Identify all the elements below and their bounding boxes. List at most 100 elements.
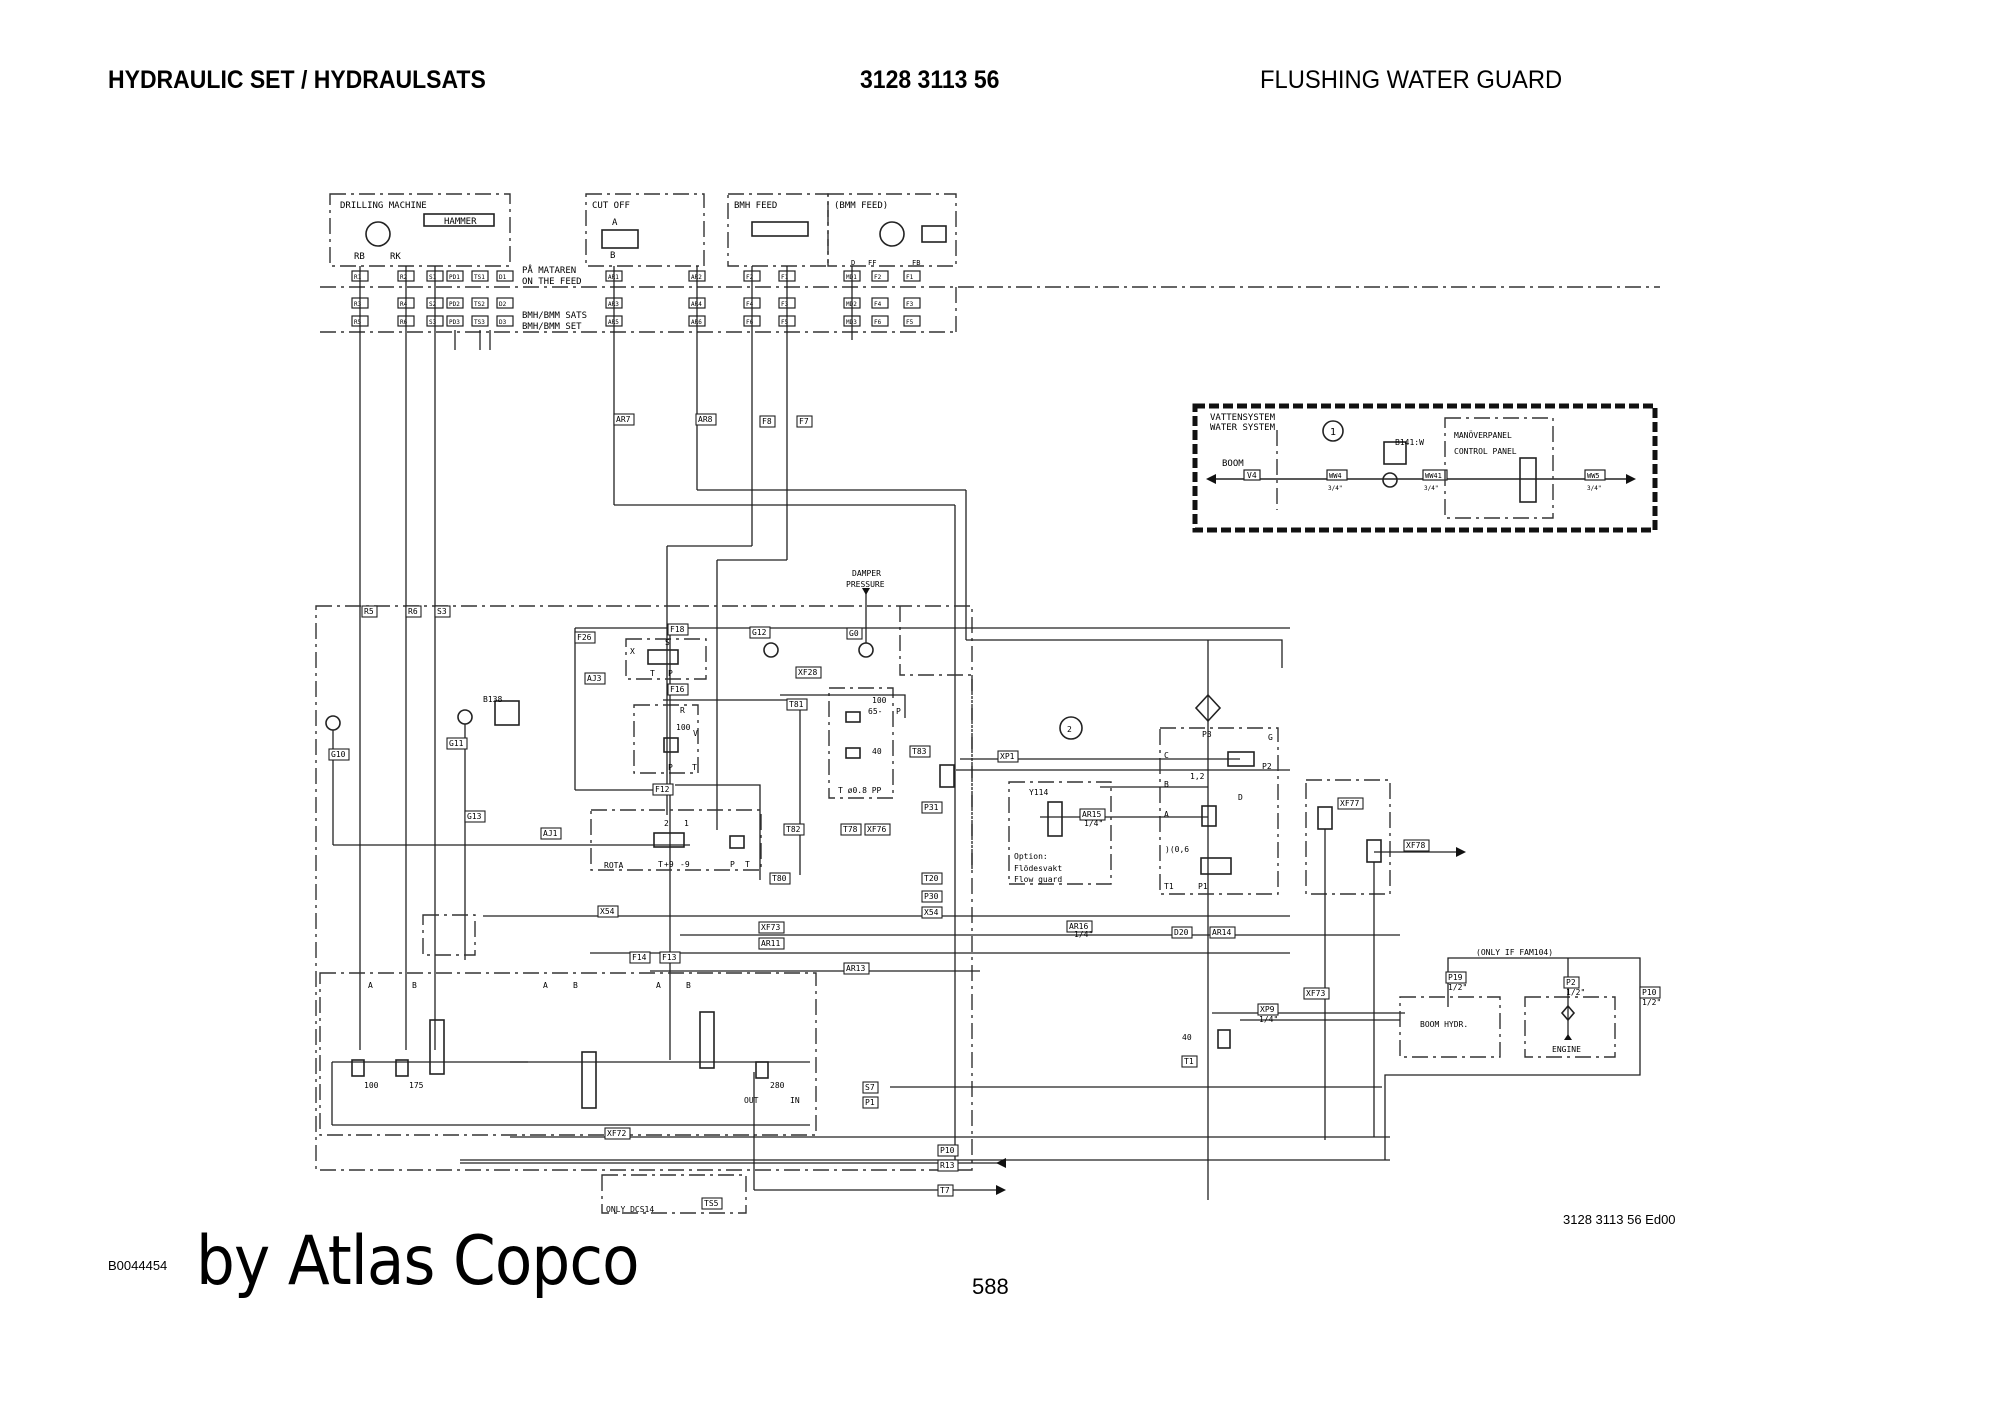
- xf72-label: XF72: [607, 1129, 626, 1138]
- engine-check-icon: [1560, 1004, 1576, 1022]
- valP-label: P: [896, 707, 901, 716]
- x54-tag-box: [921, 906, 943, 919]
- ar8-label: AR8: [698, 415, 713, 424]
- s7-tag-box: [862, 1081, 879, 1094]
- inlet-arrow-icon: [1626, 474, 1636, 484]
- svg-text:TS1: TS1: [474, 274, 485, 281]
- flow-guard-manifold-box: [1159, 727, 1279, 895]
- feed-cylinder-icon: [751, 221, 809, 237]
- svg-text:F3: F3: [781, 301, 789, 308]
- rota-relief-icon: [729, 835, 745, 849]
- r5-tag-box: [361, 605, 378, 618]
- ww5-size: 3/4": [1587, 485, 1601, 492]
- svg-text:PD2: PD2: [449, 301, 460, 308]
- v280-label: 280: [770, 1081, 785, 1090]
- gauge-g12-icon: [763, 642, 779, 658]
- check-valve-a-icon: [1201, 805, 1217, 827]
- f13-tag-box: [659, 951, 681, 964]
- cut-off-valve-icon: [601, 229, 639, 249]
- xf78-arrow-icon: [1456, 847, 1466, 857]
- directional-valve-2-icon: [581, 1051, 597, 1109]
- t1b-tag-box: [1181, 1055, 1198, 1068]
- connector-tag: TS3: [471, 315, 489, 327]
- val40-label: 40: [872, 747, 882, 756]
- t78-tag-box: [840, 823, 862, 836]
- check-valve-xf78-icon: [1366, 839, 1382, 863]
- relief-40-t1-icon: [1217, 1029, 1231, 1049]
- port-a-label: A: [1164, 810, 1169, 819]
- water-system-en-label: WATER SYSTEM: [1210, 423, 1276, 433]
- ar7-label: AR7: [616, 415, 631, 424]
- xp9-label: XP9: [1260, 1005, 1275, 1014]
- xf78-label: XF78: [1406, 841, 1425, 850]
- document-title: HYDRAULIC SET / HYDRAULSATS: [108, 66, 486, 94]
- xp1-tag-box: [997, 750, 1019, 763]
- f16-label: F16: [670, 685, 685, 694]
- port-b-label: B: [1164, 780, 1169, 789]
- p1-label: P1: [865, 1098, 875, 1107]
- g13-tag-box: [464, 810, 486, 823]
- p2b-label: P2: [1566, 978, 1576, 987]
- ar14-label: AR14: [1212, 928, 1231, 937]
- cut-off-port-b: B: [610, 251, 615, 261]
- p10-tag-box: [937, 1144, 959, 1157]
- connector-tag: F4: [871, 297, 889, 309]
- on-feed-sv-label: PÅ MATAREN: [522, 264, 576, 276]
- t82-tag-box: [783, 823, 805, 836]
- s7-label: S7: [865, 1083, 875, 1092]
- connector-tag: F6: [871, 315, 889, 327]
- connector-tag: F2: [871, 270, 889, 282]
- bmh-feed-label: BMH FEED: [734, 201, 777, 211]
- xf73b-tag-box: [1303, 987, 1330, 1000]
- sequence-valve-box: [625, 638, 707, 680]
- g10-label: G10: [331, 750, 346, 759]
- boom-engine-section: [1240, 957, 1641, 1160]
- rota-p-label: P: [730, 860, 735, 869]
- svg-text:F2: F2: [874, 274, 882, 281]
- port-c-label: C: [1164, 751, 1169, 760]
- xp9-tag-box: [1257, 1003, 1279, 1016]
- t81-tag-box: [786, 698, 808, 711]
- pilot-valve-icon: [939, 764, 955, 788]
- rv-100-label: 100: [676, 723, 691, 732]
- blk-b1-label: B: [412, 981, 417, 990]
- ww4-size: 3/4": [1328, 485, 1342, 492]
- relief-280-bank-icon: [755, 1061, 769, 1079]
- hydraulic-set-boundary: [315, 605, 973, 1171]
- blk-a1-label: A: [368, 981, 373, 990]
- xf73-label: XF73: [761, 923, 780, 932]
- ar11-label: AR11: [761, 939, 780, 948]
- throttle-box: [422, 914, 476, 956]
- svg-text:D1: D1: [499, 274, 507, 281]
- blk-a2-label: A: [543, 981, 548, 990]
- drawing-code: 3128 3113 56 Ed00: [1563, 1212, 1676, 1227]
- rota-valve-icon: [653, 832, 685, 848]
- p19-label: P19: [1448, 973, 1463, 982]
- relief-valve-box: [633, 704, 699, 774]
- port-g-label: G: [1268, 733, 1273, 742]
- callout-2-circle: [1059, 716, 1083, 740]
- y114-label: Y114: [1029, 788, 1048, 797]
- rv-r-label: R: [680, 706, 685, 715]
- drilling-machine-label: DRILLING MACHINE: [340, 201, 427, 211]
- xp9-size-label: 1/4": [1259, 1015, 1278, 1024]
- f7-label: F7: [799, 417, 809, 426]
- connector-tag: D2: [496, 297, 514, 309]
- engine-label: ENGINE: [1552, 1045, 1581, 1054]
- relief-valve-icon: [663, 737, 679, 753]
- port-d-label: D: [851, 259, 855, 267]
- t1b-label: T1: [1184, 1057, 1194, 1066]
- rv-t-label: T: [692, 763, 697, 772]
- connector-tag: D1: [496, 270, 514, 282]
- v175-label: 175: [409, 1081, 424, 1090]
- f13-label: F13: [662, 953, 677, 962]
- p30-tag-box: [921, 890, 943, 903]
- rota-valve-block: [590, 809, 762, 871]
- v40-label: 40: [1182, 1033, 1192, 1042]
- g13-label: G13: [467, 812, 482, 821]
- p1b-label: P1: [1198, 882, 1208, 891]
- x54b-tag-box: [597, 905, 619, 918]
- blk-b3-label: B: [686, 981, 691, 990]
- val65-label: 65-: [868, 707, 882, 716]
